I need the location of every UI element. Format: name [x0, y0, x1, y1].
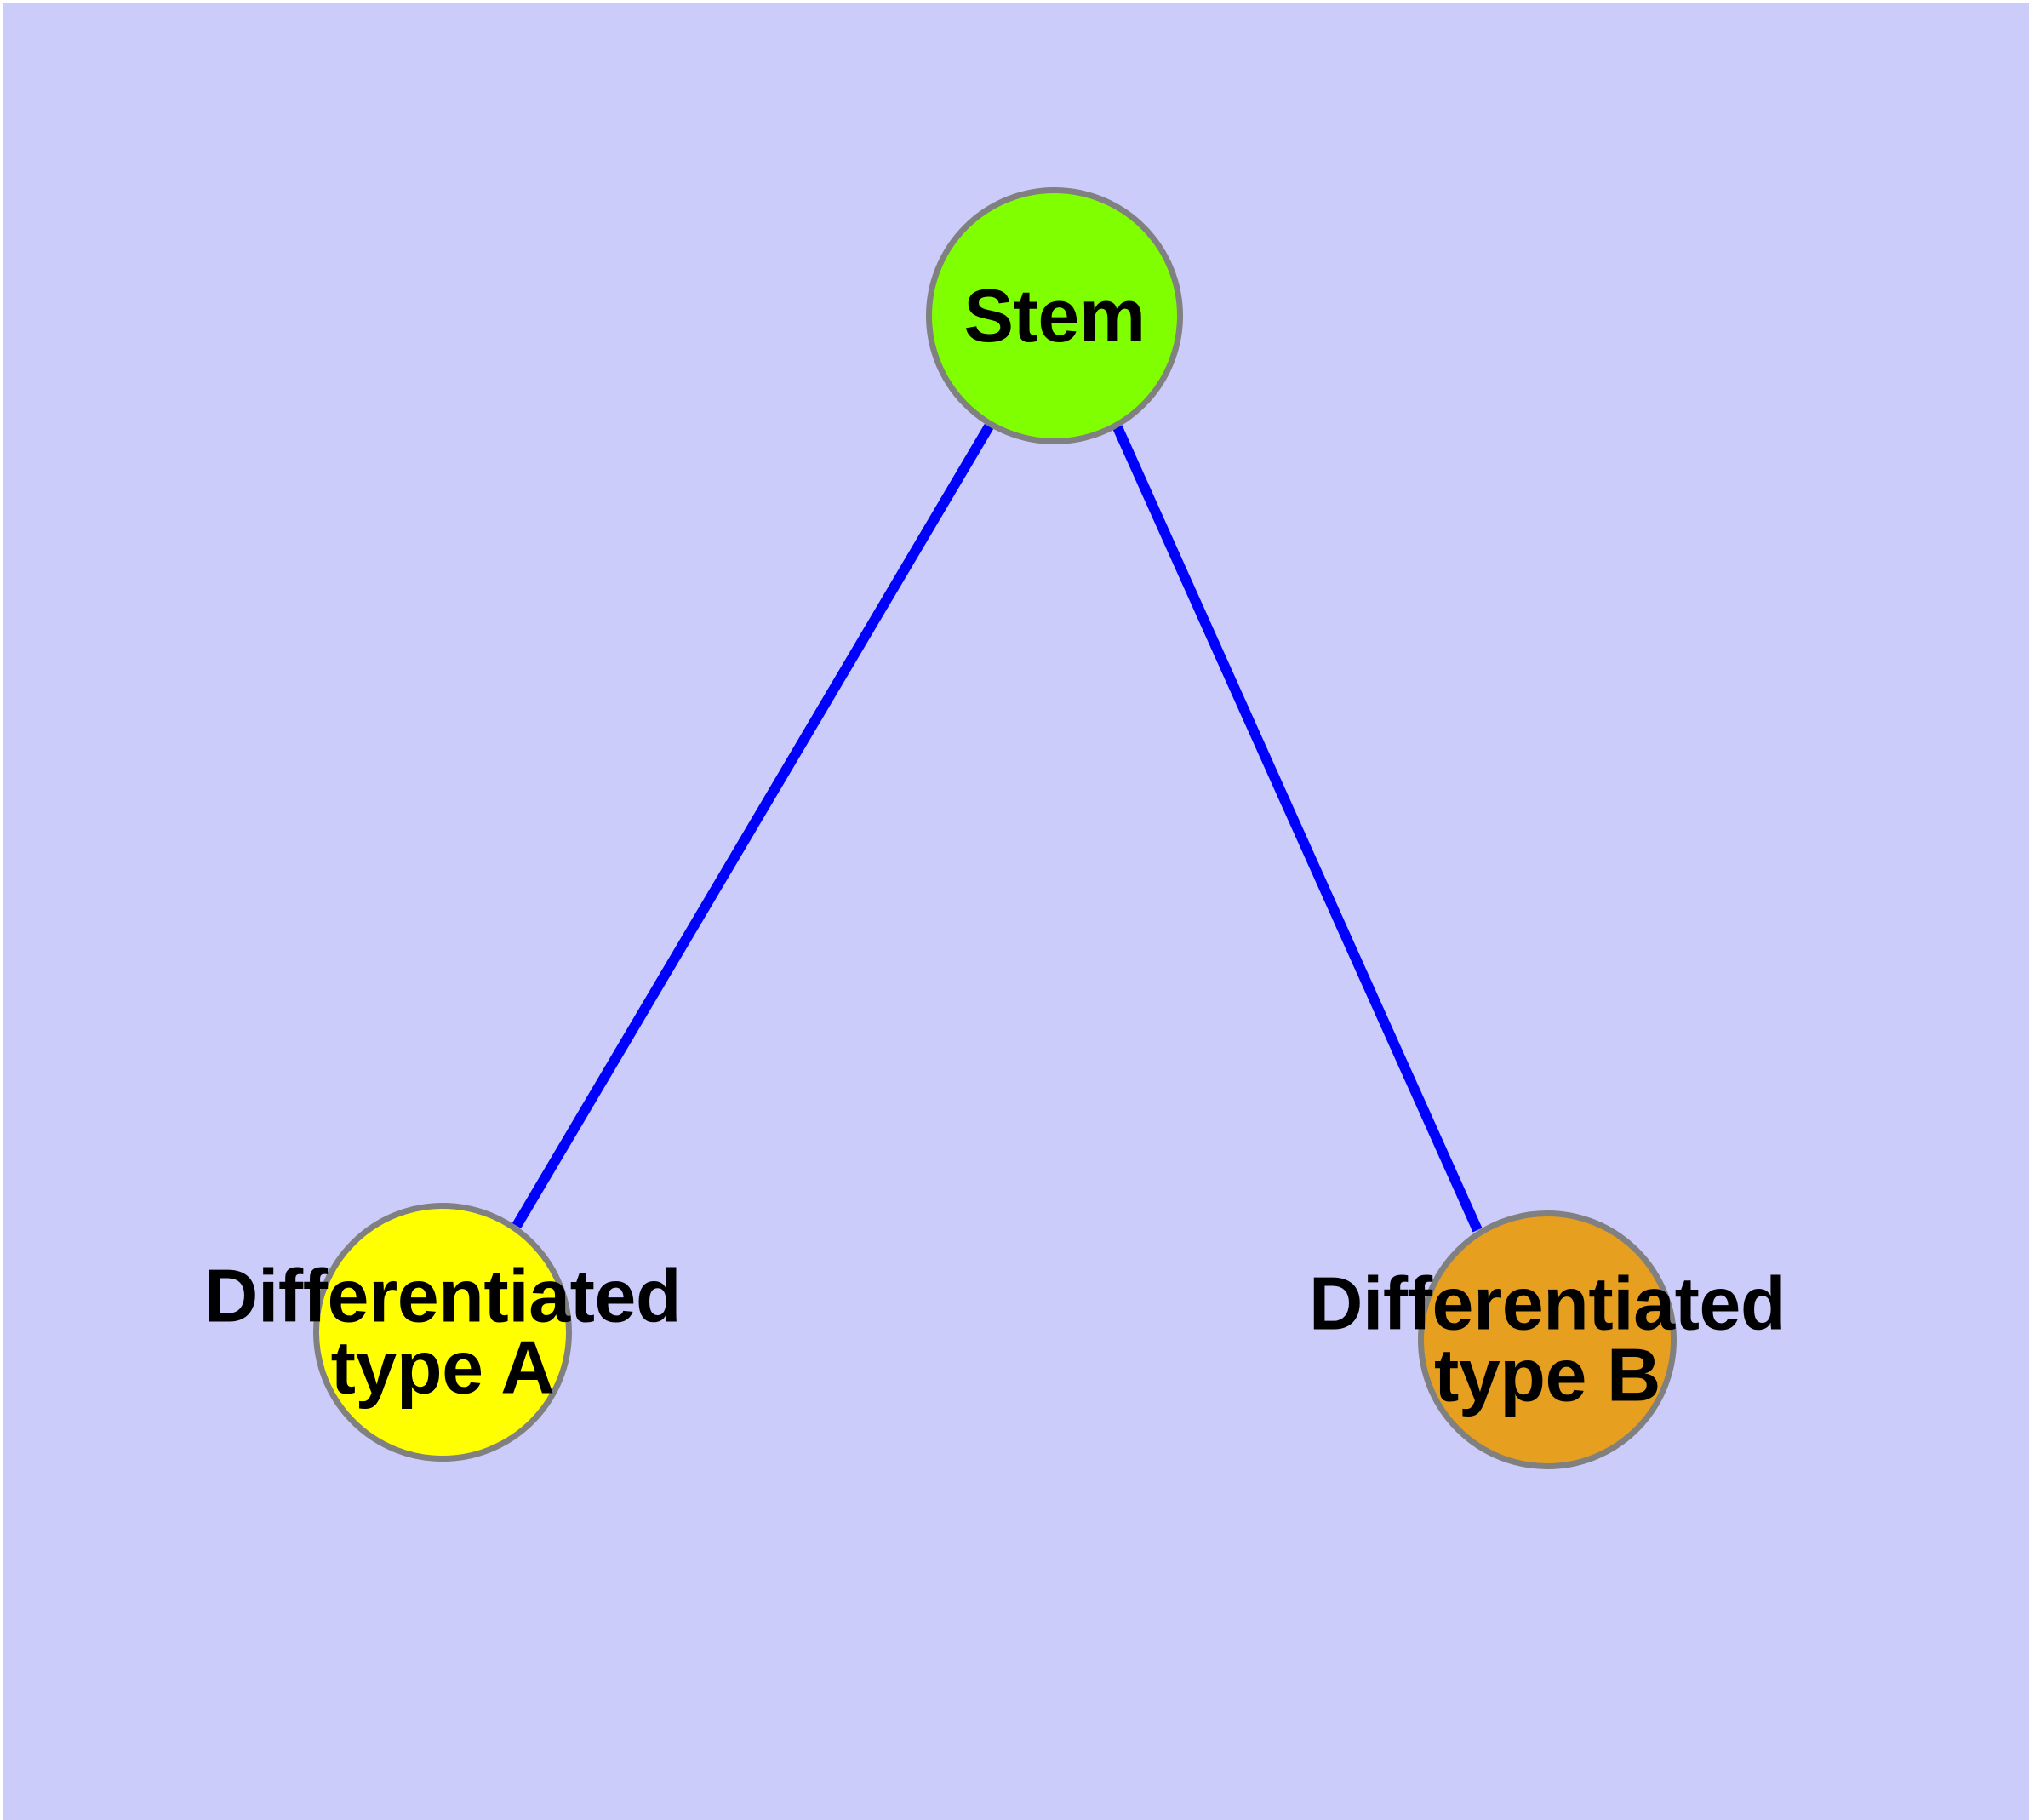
- node-layer: [313, 187, 1677, 1469]
- node-differentiated-type-b[interactable]: [1418, 1210, 1677, 1469]
- edge-stem-to-differentiated-type-b: [1112, 425, 1483, 1233]
- node-differentiated-type-a[interactable]: [313, 1203, 572, 1462]
- edge-stem-to-differentiated-type-a: [512, 423, 994, 1229]
- edge-layer: [512, 423, 1483, 1233]
- node-stem[interactable]: [926, 187, 1183, 444]
